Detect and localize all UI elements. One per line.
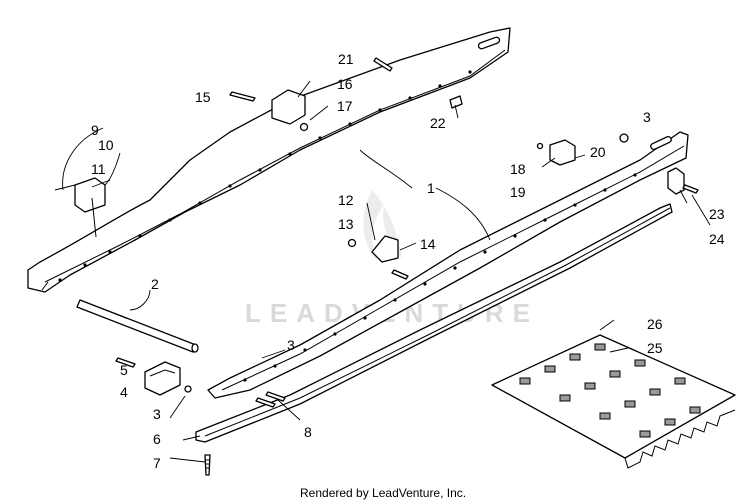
callout-3c: 3 [643,109,651,125]
callout-24: 24 [709,231,725,247]
callout-25: 25 [647,340,663,356]
washer-3 [619,133,629,143]
bracket-12 [347,235,409,280]
callout-3b: 3 [153,406,161,422]
callout-9: 9 [91,122,99,138]
callout-7: 7 [153,455,161,471]
right-rail-holes [243,173,637,382]
rear-block [115,357,192,396]
wear-block-19 [536,139,576,166]
callout-18: 18 [510,161,526,177]
clip-11 [54,177,106,238]
callout-8: 8 [304,424,312,440]
bolt-21 [373,57,463,109]
wear-block-16 [229,89,309,132]
left-rail-holes [58,70,472,282]
callout-17: 17 [337,98,353,114]
end-bracket-24 [667,167,699,195]
bolt-7 [204,454,211,476]
callout-21: 21 [338,51,354,67]
callout-22: 22 [430,115,446,131]
callout-26: 26 [647,316,663,332]
callout-11: 11 [91,161,106,177]
callout-2: 2 [151,276,159,292]
callout-12: 12 [338,192,354,208]
callout-5: 5 [120,362,128,378]
track-clips [519,343,701,438]
callout-6: 6 [153,431,161,447]
callout-20: 20 [590,144,606,160]
callout-13: 13 [338,216,354,232]
callout-10: 10 [98,137,114,153]
callouts: 1 2 3 3 3 9 5 4 6 7 8 10 11 12 13 14 15 … [91,51,725,471]
track-assembly [491,334,736,469]
callout-16: 16 [337,76,353,92]
leader-lines [62,80,711,463]
footer-credit: Rendered by LeadVenture, Inc. [300,486,466,500]
callout-4: 4 [120,384,128,400]
callout-1: 1 [427,180,435,196]
callout-14: 14 [420,236,436,252]
cross-shaft [76,299,199,353]
bolts-8 [255,391,286,408]
right-rail [207,131,689,399]
slide-strip [195,203,673,443]
callout-23: 23 [709,206,725,222]
callout-19: 19 [510,184,526,200]
left-rail [27,27,511,293]
callout-15: 15 [195,89,211,105]
callout-3a: 3 [287,337,295,353]
